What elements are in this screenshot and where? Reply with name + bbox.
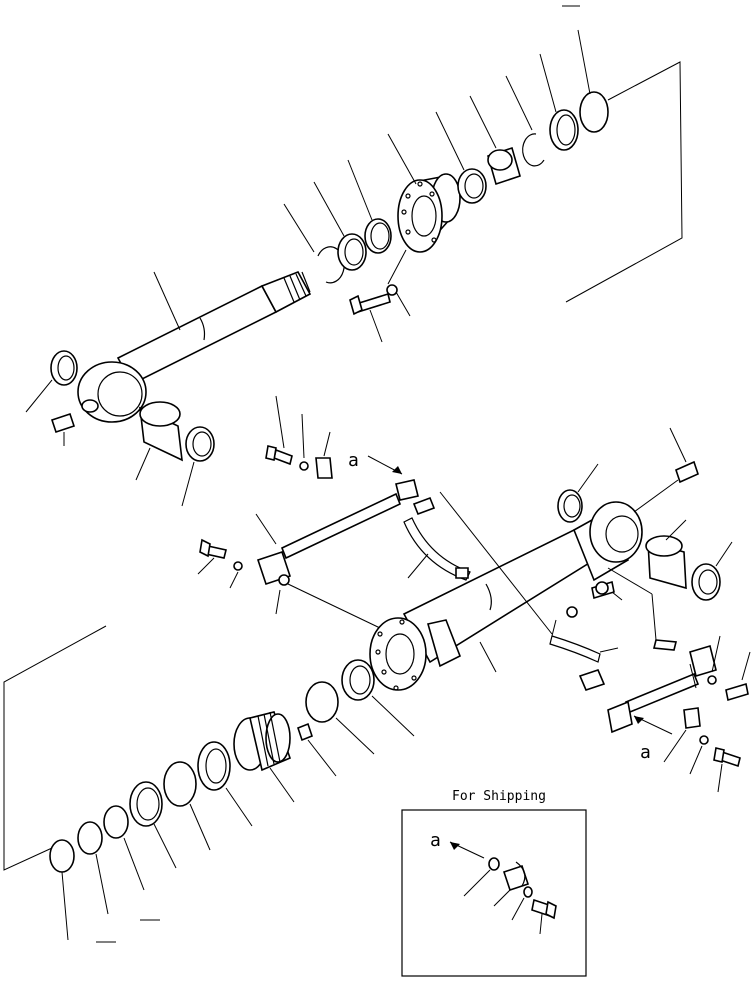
piston-rod-assembly [77,270,312,423]
hydraulic-pipe-lower [607,644,717,734]
shipping-oring [463,857,500,897]
pipe-oring [275,574,381,629]
clamp-bolt-upper [265,395,293,466]
svg-text:a: a [430,830,441,851]
shipping-title: For Shipping [452,789,546,804]
tube-oring [341,659,415,737]
clamp-band-upper [403,496,471,581]
cylinder-tube [369,528,596,691]
cylinder-eye-seal [557,463,599,523]
rod-thread [260,270,312,314]
rod-eye [77,361,147,423]
head-oring [435,111,487,204]
head-bolt [349,292,391,343]
clamp-bolt-lower [689,735,741,793]
cylinder-eye-dust-seal [691,541,733,601]
clamp-lower [663,707,701,763]
seal-ring-small-2 [77,821,109,915]
piston-set-screw [297,722,337,777]
view-a-arrow-upper: a [348,450,403,475]
pipe-flange-bolt [197,538,227,575]
shipping-washer [511,886,533,921]
hydraulic-pipe [255,479,419,586]
tube-washer [551,606,578,637]
tube-bolt [591,580,623,601]
view-a-arrow-lower: a [633,715,673,763]
cylinder-eye-bushing [645,519,687,590]
wear-ring-1 [163,761,211,851]
grease-fitting-lower [633,427,699,513]
svg-text:a: a [640,742,651,763]
grease-fitting-upper [50,412,76,446]
ring-upper-1 [313,181,367,271]
rod-bushing [135,401,183,481]
rod-dust-seal [181,426,215,507]
piston-ring [197,741,253,827]
pipe-bolt-lower [707,635,751,702]
clamp-upper [315,431,333,479]
clamp-washer-upper [299,413,309,471]
snap-ring-upper [283,203,345,284]
svg-text:a: a [348,450,359,471]
head-washer [386,249,411,317]
shipping-plate [493,861,530,907]
pipe-flange-washer [229,561,243,589]
rod-eye-seal [25,350,78,413]
head-snap-ring [505,75,545,167]
shipping-bolt [531,898,557,935]
ring-upper-2 [347,159,392,254]
head-oring-large [577,29,609,133]
wear-ring-2 [129,781,177,869]
head-bushing [469,95,521,186]
piston [233,711,295,803]
head-seal [539,53,579,151]
tube-backup-ring [305,681,375,755]
seal-ring-small-1 [103,805,145,891]
cylinder-bottom-eye [572,501,678,651]
shipping-inset: For Shipping a [401,789,587,977]
clamp-band-lower [549,635,619,691]
cylinder-head [387,133,461,253]
seal-ring-small-3 [49,839,75,941]
view-a-arrow-inset: a [430,830,485,859]
